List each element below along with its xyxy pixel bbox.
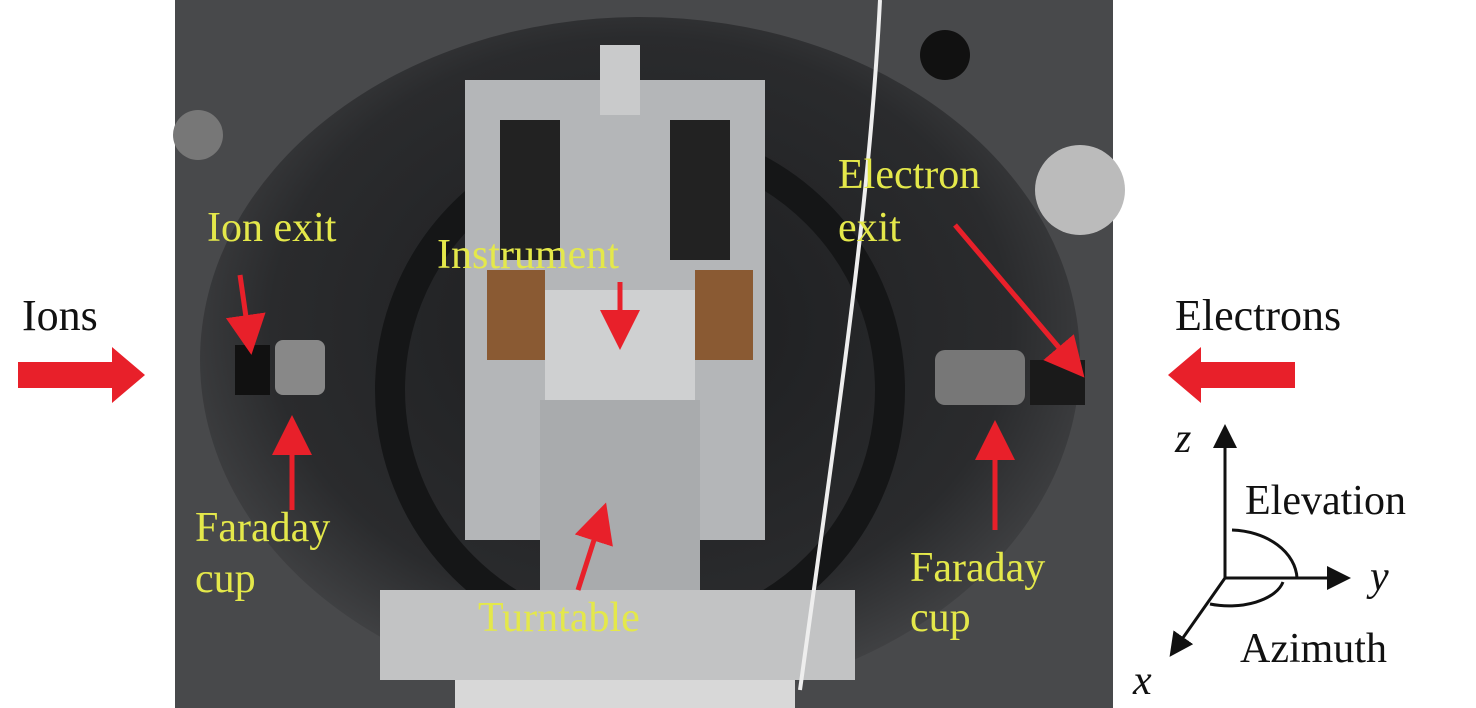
electron-exit-label-line2: exit bbox=[838, 205, 901, 251]
electrons-label: Electrons bbox=[1175, 291, 1342, 340]
x-axis bbox=[1169, 577, 1227, 657]
ion-exit-label: Ion exit bbox=[207, 205, 337, 251]
electron-exit-pointer bbox=[953, 223, 1085, 378]
electron-exit-label-line1: Electron bbox=[838, 152, 981, 198]
coordinate-axes bbox=[1169, 424, 1351, 657]
elevation-arc bbox=[1231, 528, 1299, 579]
turntable-label: Turntable bbox=[478, 595, 640, 641]
faraday-left-label-line2: cup bbox=[195, 556, 256, 602]
ion-exit-pointer bbox=[225, 274, 266, 355]
azimuth-label: Azimuth bbox=[1240, 626, 1387, 672]
electron-beam-arrow bbox=[1168, 347, 1295, 403]
faraday-right-label-line2: cup bbox=[910, 595, 971, 641]
y-axis-label: y bbox=[1370, 554, 1389, 600]
faraday-left-label-line1: Faraday bbox=[195, 505, 331, 551]
instrument-label: Instrument bbox=[437, 232, 619, 278]
z-axis-label: z bbox=[1175, 416, 1192, 462]
azimuth-arc bbox=[1209, 581, 1285, 608]
ion-beam-arrow bbox=[18, 347, 145, 403]
turntable-pointer bbox=[574, 502, 613, 591]
elevation-label: Elevation bbox=[1245, 478, 1406, 524]
x-axis-label: x bbox=[1133, 658, 1152, 704]
ions-label: Ions bbox=[22, 291, 98, 340]
faraday-right-label-line1: Faraday bbox=[910, 545, 1046, 591]
chamber-photo bbox=[173, 0, 1125, 708]
